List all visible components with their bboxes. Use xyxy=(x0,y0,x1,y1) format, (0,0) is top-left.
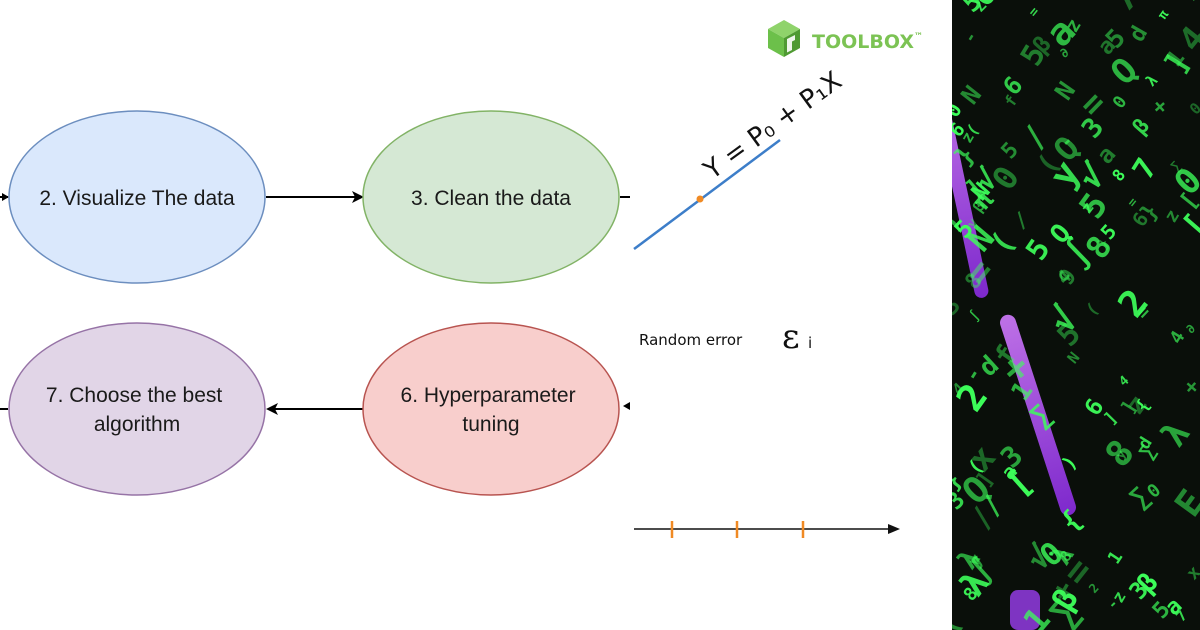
regression-illustration: Y = P₀ + P₁X Random error ε i xyxy=(633,66,900,538)
regression-point xyxy=(696,195,704,203)
random-error-label: Random error xyxy=(639,331,743,349)
number-line-arrowhead xyxy=(888,524,900,534)
brand-trademark: ™ xyxy=(914,32,923,42)
regression-equation: Y = P₀ + P₁X xyxy=(698,66,848,186)
svg-text:3. Clean the data: 3. Clean the data xyxy=(411,187,571,210)
node-label-line: 3. Clean the data xyxy=(411,187,571,210)
toolbox-cube-icon xyxy=(768,20,800,57)
svg-text:TOOLBOX™: TOOLBOX™ xyxy=(812,31,923,53)
regression-line xyxy=(633,138,781,251)
purple-glow-bar xyxy=(1010,590,1040,630)
epsilon-subscript: i xyxy=(808,334,812,352)
arrowhead-in-top xyxy=(2,193,9,201)
node-label-line: algorithm xyxy=(94,413,180,436)
node-label-line: tuning xyxy=(462,413,519,436)
epsilon-symbol: ε xyxy=(782,317,800,357)
node-label-line: 2. Visualize The data xyxy=(39,187,235,210)
matrix-code-photo: Nλ5(=8z88∂[4[z()λ∑15z0a}]-Q∫∑βa∑50∂a+N=1… xyxy=(952,0,1200,630)
svg-text:Y = P₀ + P₁X: Y = P₀ + P₁X xyxy=(698,66,848,186)
node-choose-best-algorithm[interactable]: 7. Choose the best algorithm xyxy=(8,322,266,496)
node-label-line: 6. Hyperparameter xyxy=(401,384,576,407)
svg-text:7. Choose the best alg: 7. Choose the best algorithm xyxy=(46,384,228,436)
purple-glow-bar xyxy=(952,92,989,298)
node-clean-the-data[interactable]: 3. Clean the data xyxy=(362,110,620,284)
svg-text:6. Hyperparameter tuni: 6. Hyperparameter tuning xyxy=(401,384,582,436)
flow-diagram: 2. Visualize The data 3. Clean the data … xyxy=(0,110,630,496)
purple-glow-bar xyxy=(1000,314,1076,516)
node-visualize-the-data[interactable]: 2. Visualize The data xyxy=(8,110,266,284)
svg-text:2. Visualize The data: 2. Visualize The data xyxy=(39,187,235,210)
node-hyperparameter-tuning[interactable]: 6. Hyperparameter tuning xyxy=(362,322,620,496)
arrowhead-into-tune xyxy=(623,402,630,410)
toolbox-logo[interactable]: TOOLBOX™ xyxy=(768,20,923,57)
brand-name: TOOLBOX xyxy=(812,31,914,53)
node-label-line: 7. Choose the best xyxy=(46,384,222,407)
